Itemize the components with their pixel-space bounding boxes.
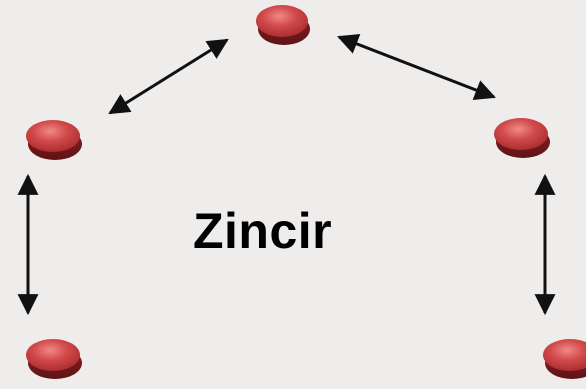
diagram-title: Zincir bbox=[193, 203, 333, 259]
node-left-bottom bbox=[26, 339, 82, 379]
node-left-top bbox=[26, 120, 82, 160]
node-right-bottom bbox=[543, 339, 586, 379]
node-right-top bbox=[494, 118, 550, 158]
arrow-top-to-right-top bbox=[337, 34, 496, 100]
node-top bbox=[256, 5, 310, 45]
arrow-left-top-to-top bbox=[108, 38, 229, 115]
